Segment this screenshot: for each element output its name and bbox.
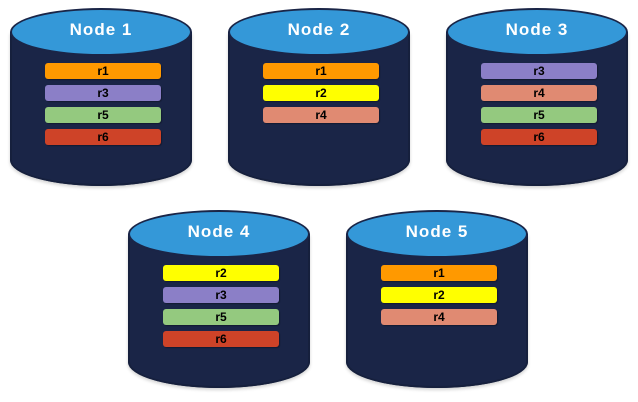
replica-bar[interactable]: r1 bbox=[263, 63, 379, 79]
replica-bar[interactable]: r6 bbox=[45, 129, 161, 145]
replica-bar[interactable]: r2 bbox=[381, 287, 497, 303]
replica-bar[interactable]: r3 bbox=[163, 287, 279, 303]
replica-list-3: r3 r4 r5 r6 bbox=[481, 63, 597, 145]
replica-list-4: r2 r3 r5 r6 bbox=[163, 265, 279, 347]
node-title-3: Node 3 bbox=[505, 20, 569, 39]
cylinder-top-ellipse-1 bbox=[10, 8, 192, 56]
replica-bar[interactable]: r3 bbox=[481, 63, 597, 79]
replica-bar[interactable]: r4 bbox=[263, 107, 379, 123]
replica-list-5: r1 r2 r4 bbox=[381, 265, 497, 325]
cylinder-shape-1 bbox=[10, 8, 192, 186]
replica-list-2: r1 r2 r4 bbox=[263, 63, 379, 123]
node-cylinder-5[interactable]: Node 5 r1 r2 r4 bbox=[346, 210, 528, 388]
replica-list-1: r1 r3 r5 r6 bbox=[45, 63, 161, 145]
node-cylinder-4[interactable]: Node 4 r2 r3 r5 r6 bbox=[128, 210, 310, 388]
replica-bar[interactable]: r1 bbox=[45, 63, 161, 79]
node-title-4: Node 4 bbox=[187, 222, 251, 241]
replica-bar[interactable]: r6 bbox=[481, 129, 597, 145]
replica-bar[interactable]: r5 bbox=[163, 309, 279, 325]
replica-bar[interactable]: r5 bbox=[481, 107, 597, 123]
cylinder-top-ellipse-4 bbox=[128, 210, 310, 258]
node-title-2: Node 2 bbox=[287, 20, 351, 39]
replica-bar[interactable]: r2 bbox=[263, 85, 379, 101]
node-title-5: Node 5 bbox=[405, 222, 469, 241]
replica-bar[interactable]: r6 bbox=[163, 331, 279, 347]
node-cylinder-3[interactable]: Node 3 r3 r4 r5 r6 bbox=[446, 8, 628, 186]
replica-bar[interactable]: r4 bbox=[381, 309, 497, 325]
node-cylinder-2[interactable]: Node 2 r1 r2 r4 bbox=[228, 8, 410, 186]
node-cylinder-1[interactable]: Node 1 r1 r3 r5 r6 bbox=[10, 8, 192, 186]
replica-bar[interactable]: r4 bbox=[481, 85, 597, 101]
node-title-1: Node 1 bbox=[69, 20, 133, 39]
replica-bar[interactable]: r3 bbox=[45, 85, 161, 101]
replica-bar[interactable]: r1 bbox=[381, 265, 497, 281]
cylinder-top-ellipse-3 bbox=[446, 8, 628, 56]
replica-bar[interactable]: r2 bbox=[163, 265, 279, 281]
replica-bar[interactable]: r5 bbox=[45, 107, 161, 123]
